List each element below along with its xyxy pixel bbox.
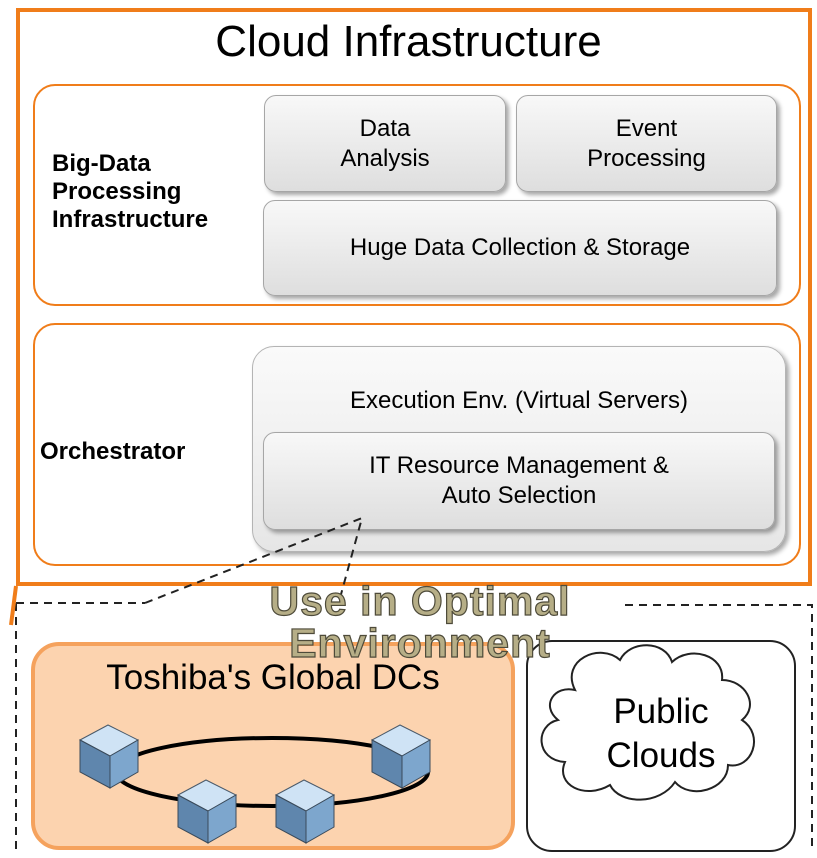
datacenters-title: Toshiba's Global DCs xyxy=(106,658,440,697)
orchestrator-label: Orchestrator xyxy=(40,438,186,465)
callout-text: Use in Optimal Environment xyxy=(269,578,571,666)
environment-dashed-border xyxy=(15,602,813,852)
frame-connector xyxy=(9,585,18,626)
execution-env-label: Execution Env. (Virtual Servers) xyxy=(350,387,688,414)
public-clouds-label: Public Clouds xyxy=(606,692,716,775)
diagram-title: Cloud Infrastructure xyxy=(215,17,602,66)
office-building-icon xyxy=(370,724,432,789)
office-building-icon xyxy=(274,779,336,844)
event-processing-box: Event Processing xyxy=(516,95,777,192)
callout-pointer xyxy=(144,516,364,604)
cloud-infrastructure-frame xyxy=(16,8,812,586)
office-building-icon xyxy=(78,724,140,789)
big-data-label: Big-Data Processing Infrastructure xyxy=(52,150,209,233)
datacenters-box xyxy=(31,642,515,850)
huge-data-box: Huge Data Collection & Storage xyxy=(263,200,777,296)
cloud-icon xyxy=(540,644,755,801)
office-building-icon xyxy=(176,779,238,844)
data-analysis-box: Data Analysis xyxy=(264,95,506,192)
it-resource-box: IT Resource Management & Auto Selection xyxy=(263,432,775,530)
